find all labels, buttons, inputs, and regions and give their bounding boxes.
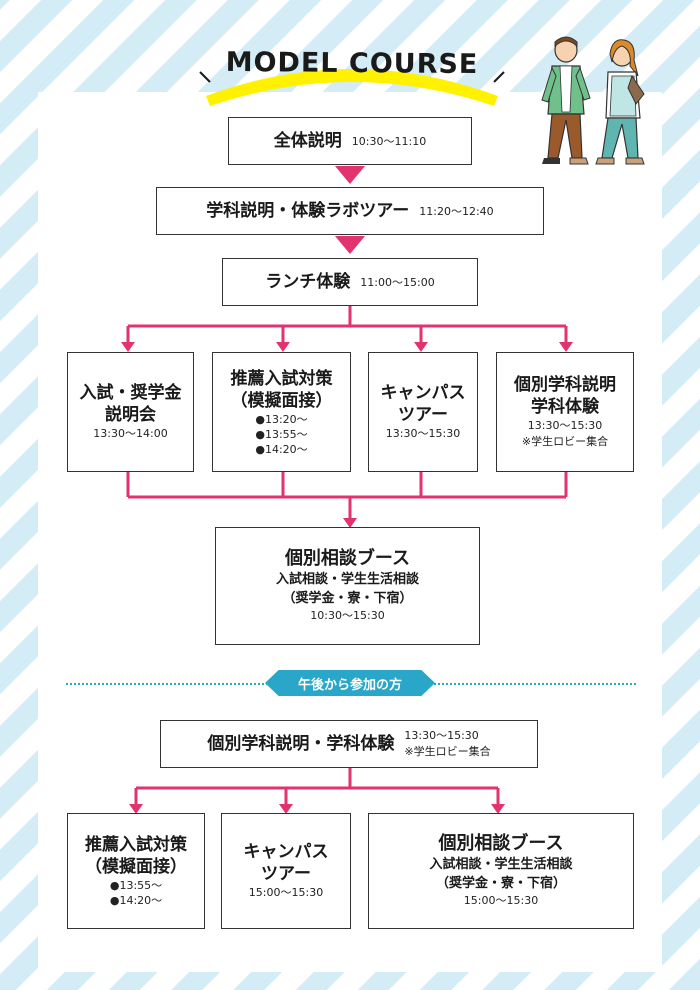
branch-label: キャンパス [380,383,466,403]
time-slot: ●14:20〜 [109,894,163,907]
branch-label: 学科体験 [531,397,599,417]
branch-note: ※学生ロビー集合 [521,435,609,448]
branch-label: （模擬面接） [230,390,333,411]
consult-line: 入試相談・学生生活相談 [275,572,419,587]
branch-time: 13:30〜15:30 [527,419,603,432]
step-label: 全体説明 [273,131,342,151]
branch-time: 13:30〜14:00 [93,427,168,440]
time-slot: ●13:55〜 [109,879,163,892]
branch-label: 個別学科説明 [514,375,616,395]
consultation-booth: 個別相談ブース 入試相談・学生生活相談 （奨学金・寮・下宿） 10:30〜15:… [215,527,480,645]
afternoon-consultation-booth: 個別相談ブース 入試相談・学生生活相談 （奨学金・寮・下宿） 15:00〜15:… [368,813,634,929]
consult-title: 個別相談ブース [284,548,411,569]
time-slot: ●13:55〜 [255,427,308,441]
step-time: 13:30〜15:30 [404,729,479,742]
branch-label: （模擬面接） [85,857,187,877]
step-label: ランチ体験 [265,272,351,292]
branch-recommendation-interview: 推薦入試対策 （模擬面接） ●13:20〜 ●13:55〜 ●14:20〜 [212,352,351,472]
consult-line: 入試相談・学生生活相談 [429,857,573,872]
consult-time: 10:30〜15:30 [310,609,385,622]
down-arrow-icon [335,236,365,254]
course-step-general-briefing: 全体説明 10:30〜11:10 [228,117,472,165]
branch-label: 推薦入試対策 [230,368,333,389]
branch-label: キャンパス [243,842,329,862]
students-illustration-icon [541,36,645,165]
step-time: 10:30〜11:10 [351,135,427,148]
branch-label: ツアー [398,405,448,425]
step-time: 11:20〜12:40 [419,205,494,218]
branch-label: 推薦入試対策 [85,835,187,855]
step-note: ※学生ロビー集合 [404,745,491,758]
consult-line: （奨学金・寮・下宿） [282,591,413,606]
branch-admission-scholarship: 入試・奨学金 説明会 13:30〜14:00 [67,352,194,472]
consult-time: 15:00〜15:30 [463,894,539,907]
title-swoosh [199,69,505,106]
branch-label: 入試・奨学金 [79,383,182,403]
consult-line: （奨学金・寮・下宿） [435,876,566,891]
step-label: 個別学科説明・学科体験 [207,734,395,754]
down-arrow-icon [335,166,365,184]
course-step-lunch: ランチ体験 11:00〜15:00 [222,258,478,306]
branch-individual-department: 個別学科説明 学科体験 13:30〜15:30 ※学生ロビー集合 [496,352,634,472]
afternoon-individual-department: 個別学科説明・学科体験 13:30〜15:30 ※学生ロビー集合 [160,720,538,768]
branch-label: ツアー [261,864,311,884]
afternoon-campus-tour: キャンパス ツアー 15:00〜15:30 [221,813,351,929]
course-step-department-lab-tour: 学科説明・体験ラボツアー 11:20〜12:40 [156,187,544,235]
branch-label: 説明会 [105,405,156,425]
afternoon-recommendation-interview: 推薦入試対策 （模擬面接） ●13:55〜 ●14:20〜 [67,813,205,929]
branch-time: 15:00〜15:30 [248,886,324,899]
time-slot: ●13:20〜 [255,412,308,426]
step-time: 11:00〜15:00 [360,276,435,289]
title-banner: MODEL COURSE [192,40,512,110]
afternoon-section-label: 午後から参加の方 [265,670,435,696]
step-label: 学科説明・体験ラボツアー [206,201,410,221]
time-slot: ●14:20〜 [255,442,308,456]
branch-time: 13:30〜15:30 [385,427,461,440]
consult-title: 個別相談ブース [438,833,564,854]
branch-campus-tour: キャンパス ツアー 13:30〜15:30 [368,352,478,472]
